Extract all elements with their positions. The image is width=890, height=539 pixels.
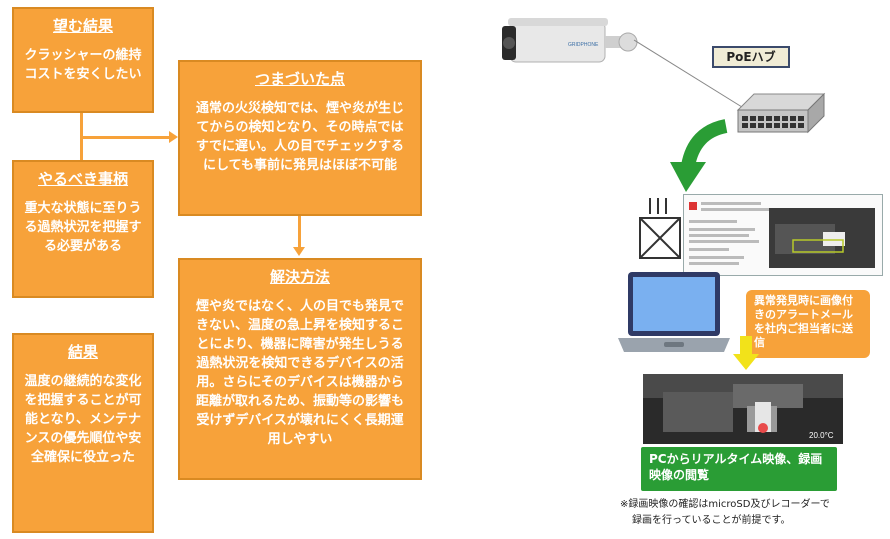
yellow-down-arrow-icon (733, 336, 759, 370)
green-curved-arrow-icon (670, 119, 728, 192)
pc-view-label: PCからリアルタイム映像、録画映像の閲覧 (641, 447, 837, 491)
connector-obstacle-solution (298, 216, 301, 248)
obstacle-title: つまづいた点 (254, 70, 345, 88)
obstacle-box: つまづいた点 通常の火災検知では、煙や炎が生じてからの検知となり、その時点ではす… (178, 60, 422, 216)
poe-switch-icon (736, 92, 826, 134)
camera-icon: GRIDPHONE (502, 18, 638, 63)
goal-box: 望む結果 クラッシャーの維持コストを安くしたい (12, 7, 154, 113)
cable-camera-hub (633, 39, 751, 113)
arrow-to-obstacle (169, 131, 178, 143)
goal-body: クラッシャーの維持コストを安くしたい (24, 48, 142, 82)
todo-body: 重大な状態に至りうる過熱状況を把握する必要がある (24, 201, 142, 254)
result-body: 温度の継続的な変化を把握することが可能となり、メンテナンスの優先順位や安全確保に… (24, 374, 142, 465)
envelope-icon (639, 198, 681, 259)
camera-brand: GRIDPHONE (568, 42, 599, 48)
connector-to-obstacle (80, 136, 170, 139)
solution-body: 煙や炎ではなく、人の目でも発見できない、温度の急上昇を検知することにより、機器に… (195, 299, 404, 447)
goal-title: 望む結果 (52, 17, 113, 35)
poe-hub-label: PoEハブ (712, 46, 790, 68)
todo-box: やるべき事柄 重大な状態に至りうる過熱状況を把握する必要がある (12, 160, 154, 298)
solution-box: 解決方法 煙や炎ではなく、人の目でも発見できない、温度の急上昇を検知することによ… (178, 258, 422, 480)
obstacle-body: 通常の火災検知では、煙や炎が生じてからの検知となり、その時点ではすでに遅い。人の… (195, 101, 405, 173)
laptop-icon (618, 272, 730, 352)
solution-title: 解決方法 (269, 268, 330, 286)
result-title: 結果 (67, 343, 98, 361)
thermal-video-image: 20.0°C (643, 374, 843, 444)
footnote-line-1: ※録画映像の確認はmicroSD及びレコーダーで (620, 499, 830, 510)
result-box: 結果 温度の継続的な変化を把握することが可能となり、メンテナンスの優先順位や安全… (12, 333, 154, 533)
footnote-line-2: 録画を行っていることが前提です。 (632, 515, 791, 526)
arrow-to-solution (293, 247, 305, 256)
thermal-temperature: 20.0°C (809, 431, 834, 440)
alert-email-screenshot (683, 194, 883, 276)
todo-title: やるべき事柄 (37, 170, 128, 188)
alert-callout: 異常発見時に画像付きのアラートメールを社内ご担当者に送信 (746, 290, 870, 358)
